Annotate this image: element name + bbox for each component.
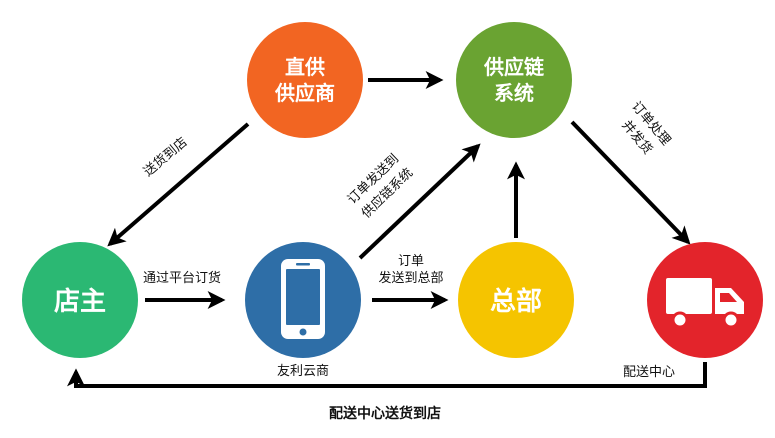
edge-supply-chain-to-delivery xyxy=(570,120,691,245)
node-store-owner: 店主 xyxy=(22,242,138,358)
node-hq: 总部 xyxy=(458,242,574,358)
store-owner-label: 店主 xyxy=(54,287,106,317)
supplier-circle xyxy=(247,22,363,138)
supplier-label-line2: 供应商 xyxy=(274,81,335,105)
edge-label-youli-to-hq-line2: 发送到总部 xyxy=(378,270,443,286)
edge-youli-to-supply-chain xyxy=(358,143,481,260)
node-delivery: 配送中心 xyxy=(623,242,763,380)
node-youli: 友利云商 xyxy=(245,242,361,379)
phone-icon xyxy=(281,259,325,339)
supply-chain-label-line1: 供应链 xyxy=(483,55,545,79)
node-supplier: 直供 供应商 xyxy=(247,22,363,138)
edge-label-store-to-youli: 通过平台订货 xyxy=(143,270,221,286)
youli-label: 友利云商 xyxy=(277,363,329,379)
store-owner-circle xyxy=(22,242,138,358)
edge-label-delivery-to-store: 配送中心送货到店 xyxy=(329,405,441,422)
supplier-label-line1: 直供 xyxy=(285,55,325,79)
hq-circle xyxy=(458,242,574,358)
node-supply-chain: 供应链 系统 xyxy=(456,22,572,138)
edge-label-supplier-to-store: 送货到店 xyxy=(140,134,190,180)
edge-delivery-to-store xyxy=(67,362,707,388)
supply-chain-circle xyxy=(456,22,572,138)
hq-label: 总部 xyxy=(490,287,542,317)
edge-label-youli-to-hq-line1: 订单 xyxy=(398,254,424,269)
supply-chain-label-line2: 系统 xyxy=(494,81,534,105)
edge-supplier-to-store xyxy=(107,122,250,247)
truck-icon xyxy=(666,278,744,329)
delivery-label: 配送中心 xyxy=(623,365,675,380)
